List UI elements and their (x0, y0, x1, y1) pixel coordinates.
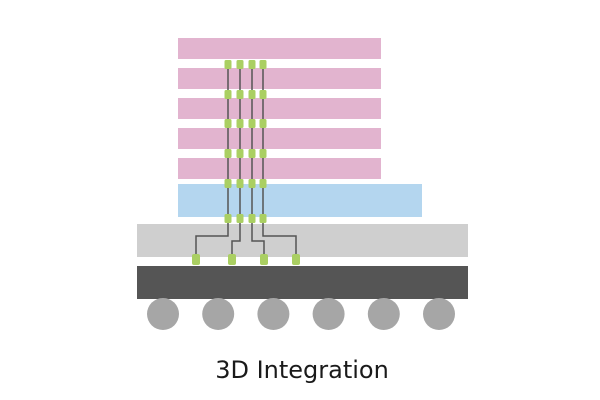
tsv-bump-r1-c2 (236, 60, 244, 69)
tsv-bump-r5-c3 (248, 179, 256, 188)
tsv-bump-r6-c2 (236, 214, 244, 223)
interposer-bump-1 (192, 254, 200, 265)
diagram-caption: 3D Integration (215, 356, 389, 384)
tsv-bump-r2-c3 (248, 90, 256, 99)
package-substrate (137, 266, 468, 299)
tsv-bump-r3-c3 (248, 119, 256, 128)
interposer-bump-2 (228, 254, 236, 265)
interposer-trace-1 (195, 226, 229, 258)
interposer-bump-4 (292, 254, 300, 265)
interposer-trace-4 (262, 226, 297, 258)
tsv-bump-r1-c4 (259, 60, 267, 69)
interposer-bump-3 (260, 254, 268, 265)
interposer-trace-2 (231, 226, 241, 258)
tsv-bump-r5-c4 (259, 179, 267, 188)
tsv-bump-r1-c3 (248, 60, 256, 69)
tsv-bump-r4-c2 (236, 149, 244, 158)
solder-ball-5 (367, 298, 400, 330)
solder-ball-4 (312, 298, 345, 330)
tsv-bump-r2-c4 (259, 90, 267, 99)
tsv-bump-r4-c3 (248, 149, 256, 158)
logic-die (178, 184, 422, 217)
solder-ball-2 (202, 298, 235, 330)
memory-die-3 (178, 98, 381, 119)
memory-die-5 (178, 158, 381, 179)
memory-die-2 (178, 68, 381, 89)
tsv-bump-r2-c2 (236, 90, 244, 99)
tsv-wiring (195, 60, 297, 258)
tsv-bump-r5-c2 (236, 179, 244, 188)
interposer-trace-3 (251, 226, 265, 258)
tsv-bump-r3-c1 (224, 119, 232, 128)
tsv-bump-r3-c2 (236, 119, 244, 128)
memory-die-1 (178, 38, 381, 59)
tsv-bump-r5-c1 (224, 179, 232, 188)
solder-ball-3 (257, 298, 290, 330)
tsv-bump-r2-c1 (224, 90, 232, 99)
tsv-bump-r4-c1 (224, 149, 232, 158)
tsv-bump-r6-c1 (224, 214, 232, 223)
interposer (137, 224, 468, 257)
tsv-bump-r6-c4 (259, 214, 267, 223)
memory-die-4 (178, 128, 381, 149)
solder-ball-6 (423, 298, 455, 330)
solder-ball-1 (147, 298, 179, 330)
tsv-bump-r3-c4 (259, 119, 267, 128)
tsv-bump-r4-c4 (259, 149, 267, 158)
layer-stack (137, 38, 468, 299)
tsv-bump-r1-c1 (224, 60, 232, 69)
tsv-bumps (192, 60, 300, 265)
solder-balls (147, 298, 455, 330)
tsv-bump-r6-c3 (248, 214, 256, 223)
